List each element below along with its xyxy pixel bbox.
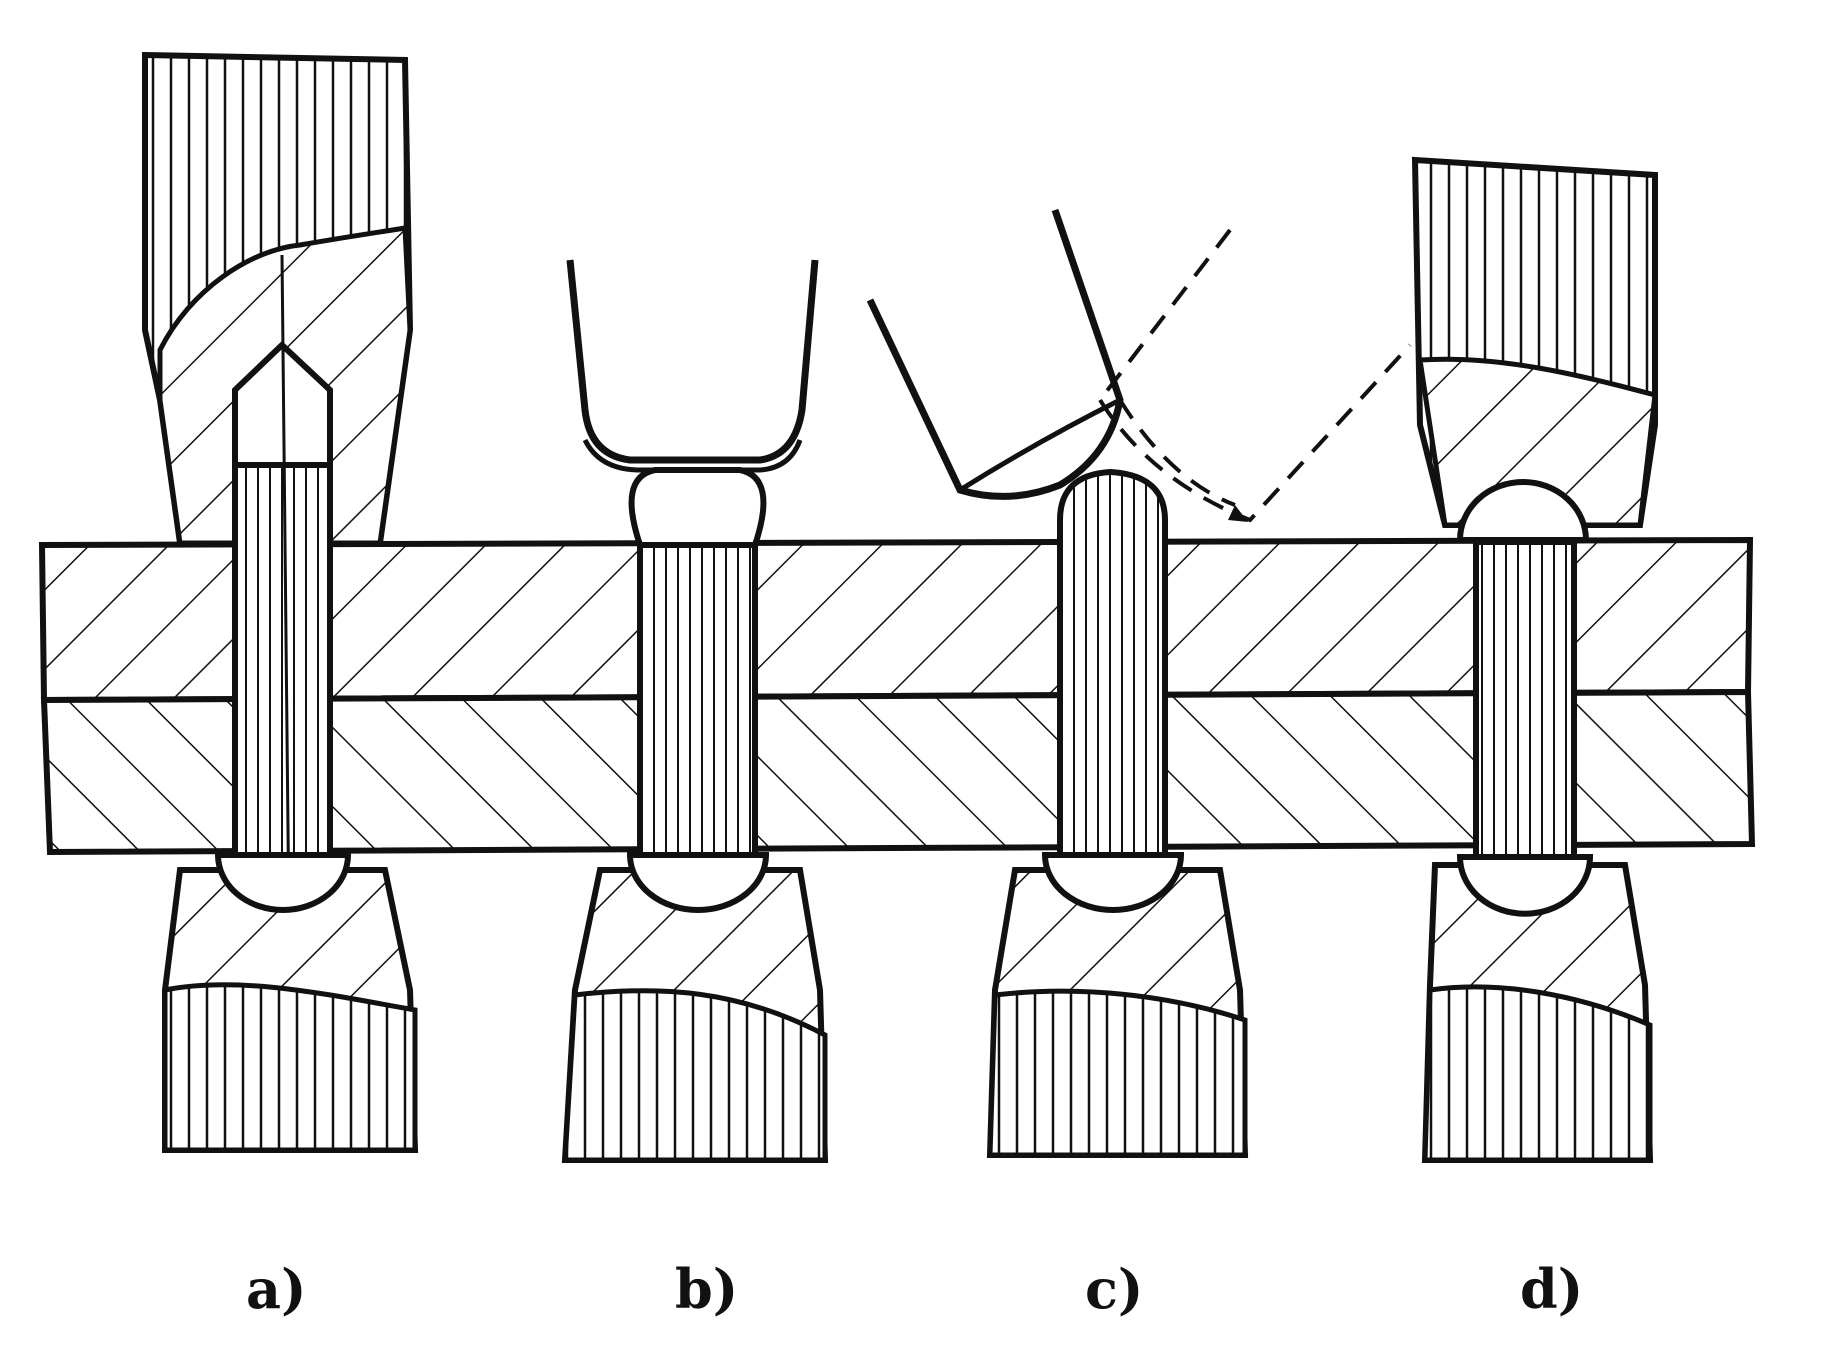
arrowhead-c — [1228, 505, 1248, 522]
rivet-bulge-b — [628, 467, 767, 548]
lower-dolly-c-body — [987, 988, 1248, 1158]
rivet-top-head-d — [1456, 479, 1590, 543]
lower-plate — [40, 688, 1756, 856]
panel-label-a: a) — [246, 1257, 307, 1321]
lower-dolly-b-body — [562, 988, 828, 1163]
panel-c — [866, 208, 1412, 1158]
panel-a — [142, 51, 419, 1153]
rivet-shank-d — [1473, 539, 1577, 860]
cup-tool-b — [566, 259, 819, 464]
rivet-head-c — [1041, 852, 1185, 913]
rivet-shank-c — [1057, 468, 1168, 858]
rivet-head-b — [626, 852, 770, 913]
lower-dolly-a-body — [162, 982, 418, 1153]
rivet-shank-b — [637, 527, 758, 858]
upper-tool-d-section — [1417, 356, 1658, 528]
panel-b — [561, 259, 829, 1163]
angled-tool-c — [866, 208, 1124, 500]
panel-label-d: d) — [1520, 1257, 1583, 1321]
rivet-shank-a — [232, 462, 333, 858]
rivet-head-d — [1456, 854, 1594, 917]
panel-label-c: c) — [1085, 1257, 1143, 1321]
panel-d — [1411, 156, 1658, 1163]
panel-labels: a) b) c) d) — [246, 1257, 1583, 1321]
dashed-tool-path-c — [1098, 228, 1412, 523]
lower-dolly-d-body — [1422, 984, 1653, 1163]
panel-label-b: b) — [675, 1257, 738, 1321]
rivet-head-a — [214, 852, 352, 913]
plate-stack — [38, 536, 1756, 856]
